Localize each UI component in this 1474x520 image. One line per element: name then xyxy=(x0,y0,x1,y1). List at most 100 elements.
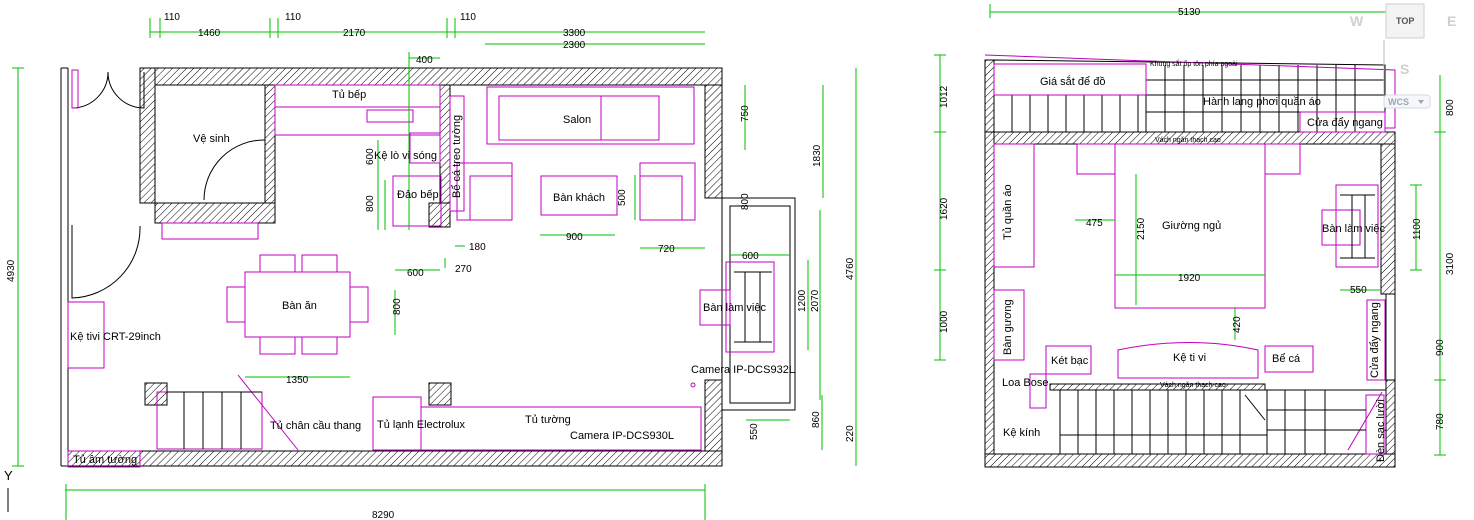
ground-floor-labels: Vệ sinh Tủ bếp Salon Kệ lò vi sóng Bể cá… xyxy=(70,89,795,466)
work-desk-frame xyxy=(734,271,772,343)
label-tu-am-tuong: Tủ âm tường xyxy=(73,454,137,466)
dim-550-u: 550 xyxy=(1350,285,1367,296)
dim-900: 900 xyxy=(566,232,583,243)
dim-800-c: 800 xyxy=(392,298,403,315)
label-ke-lo-vi-song: Kệ lò vi sóng xyxy=(374,150,437,162)
dim-600-a: 600 xyxy=(365,148,376,165)
label-ban-khach: Bàn khách xyxy=(553,192,605,204)
label-giuong-ngu: Giường ngủ xyxy=(1162,220,1221,232)
dim-110-a: 110 xyxy=(164,12,180,23)
label-be-ca: Bể cá xyxy=(1272,353,1301,365)
label-ban-guong: Bàn gương xyxy=(1002,299,1014,355)
label-khung-sat: Khung sắt ốp tôn phía ngoài xyxy=(1150,59,1238,68)
label-ban-lam-viec-2: Bàn làm việc xyxy=(1322,223,1385,235)
ground-floor-dimension-texts: 110 1460 110 2170 110 3300 2300 400 4930… xyxy=(6,12,856,520)
dim-475: 475 xyxy=(1086,218,1103,229)
label-vach-ngan-2: Vách ngăn thạch cao xyxy=(1160,382,1226,389)
upper-floor-dimension-lines xyxy=(934,4,1446,456)
dim-180: 180 xyxy=(469,242,486,253)
dim-780: 780 xyxy=(1435,413,1446,430)
viewcube-south[interactable]: S xyxy=(1400,61,1409,77)
balcony-grid xyxy=(993,59,1386,133)
dim-4930: 4930 xyxy=(6,259,17,282)
label-hanh-lang: Hành lang phơi quần áo xyxy=(1203,96,1321,108)
label-dao-bep: Đảo bếp xyxy=(397,189,439,201)
upper-floor-furniture xyxy=(984,54,1396,455)
dim-1200: 1200 xyxy=(797,289,808,312)
ground-floor-stairs xyxy=(167,391,262,449)
dim-400: 400 xyxy=(416,55,433,66)
label-ke-tivi: Kệ tivi CRT-29inch xyxy=(70,331,161,343)
dim-2170: 2170 xyxy=(343,28,366,39)
dim-800-u: 800 xyxy=(1445,99,1456,116)
dim-600-c: 600 xyxy=(407,268,424,279)
wcs-menu[interactable] xyxy=(1383,94,1431,109)
dim-550: 550 xyxy=(749,423,760,440)
dim-750: 750 xyxy=(740,105,751,122)
label-loa-bose: Loa Bose xyxy=(1002,377,1048,389)
label-ke-ti-vi: Kệ ti vi xyxy=(1173,352,1206,364)
viewcube-west[interactable]: W xyxy=(1350,13,1364,29)
wcs-label[interactable]: WCS xyxy=(1388,97,1409,107)
dim-720: 720 xyxy=(658,244,675,255)
dim-800-a: 800 xyxy=(365,195,376,212)
ground-floor-dimension-lines xyxy=(12,18,857,520)
dim-1100: 1100 xyxy=(1412,218,1423,240)
dim-900-u: 900 xyxy=(1435,339,1446,356)
label-den-sac-luoi: Đèn sạc lười xyxy=(1375,399,1387,462)
dim-600-b: 600 xyxy=(742,251,759,262)
dim-1830: 1830 xyxy=(812,144,823,167)
door-swings xyxy=(71,71,266,299)
dim-1620: 1620 xyxy=(939,197,950,220)
dim-860: 860 xyxy=(811,411,822,428)
label-camera-930: Camera IP-DCS930L xyxy=(570,430,674,442)
label-ban-lam-viec-1: Bàn làm việc xyxy=(703,302,766,314)
label-gia-sat: Giá sắt để đồ xyxy=(1040,75,1105,88)
label-tu-bep: Tủ bếp xyxy=(332,89,366,101)
viewcube-face[interactable] xyxy=(1385,3,1425,39)
label-ket-bac: Két bạc xyxy=(1051,355,1089,367)
dim-2300: 2300 xyxy=(563,40,586,51)
upper-floor-stairs xyxy=(1059,389,1386,455)
viewcube-east[interactable]: E xyxy=(1447,13,1456,29)
ucs-axis: Y xyxy=(4,468,13,512)
viewcube[interactable]: W TOP E S WCS xyxy=(1350,3,1456,109)
label-ban-an: Bàn ăn xyxy=(282,300,317,312)
dim-3100: 3100 xyxy=(1445,252,1456,275)
label-cua-day-ngang-1: Cửa đẩy ngang xyxy=(1307,117,1383,129)
upper-floor-walls xyxy=(984,59,1396,468)
label-tu-lanh: Tủ lạnh Electrolux xyxy=(377,419,466,431)
upper-floor-labels: Khung sắt ốp tôn phía ngoài Giá sắt để đ… xyxy=(1002,59,1387,462)
dim-1350: 1350 xyxy=(286,375,309,386)
ground-floor-walls xyxy=(60,67,796,467)
dim-2150: 2150 xyxy=(1136,217,1147,240)
dim-110-b: 110 xyxy=(285,12,301,23)
dim-1012: 1012 xyxy=(939,85,950,108)
label-tu-tuong: Tủ tường xyxy=(525,414,571,426)
dim-2070: 2070 xyxy=(810,289,821,312)
label-vach-ngan-1: Vách ngăn thạch cao xyxy=(1155,137,1221,144)
dim-420: 420 xyxy=(1232,316,1243,333)
upper-floor-plan: Khung sắt ốp tôn phía ngoài Giá sắt để đ… xyxy=(934,4,1456,468)
dim-1920: 1920 xyxy=(1178,273,1201,284)
upper-desk-frame xyxy=(1340,194,1375,259)
label-tu-quan-ao: Tủ quần áo xyxy=(1002,184,1014,240)
dim-1460: 1460 xyxy=(198,28,221,39)
ground-floor-plan: Vệ sinh Tủ bếp Salon Kệ lò vi sóng Bể cá… xyxy=(6,12,857,520)
dim-1000: 1000 xyxy=(939,310,950,333)
label-ke-kinh: Kệ kính xyxy=(1003,427,1040,439)
label-ve-sinh: Vệ sinh xyxy=(193,133,230,145)
wcs-chevron-down-icon[interactable] xyxy=(1418,100,1424,104)
dim-4760: 4760 xyxy=(845,257,856,280)
label-be-ca-treo-tuong: Bể cá treo tường xyxy=(451,115,463,198)
axis-y-label: Y xyxy=(4,468,13,483)
label-tu-chan-cau-thang: Tủ chân cầu thang xyxy=(270,420,361,432)
dim-270: 270 xyxy=(455,264,472,275)
upper-floor-dimension-texts: 5130 1012 800 1620 475 2150 1100 3100 19… xyxy=(939,7,1456,430)
label-salon: Salon xyxy=(563,114,591,126)
label-cua-day-ngang-2: Cửa đẩy ngang xyxy=(1369,302,1381,378)
viewcube-top[interactable]: TOP xyxy=(1396,16,1414,26)
dim-110-c: 110 xyxy=(460,12,476,23)
dim-5130: 5130 xyxy=(1178,7,1201,18)
